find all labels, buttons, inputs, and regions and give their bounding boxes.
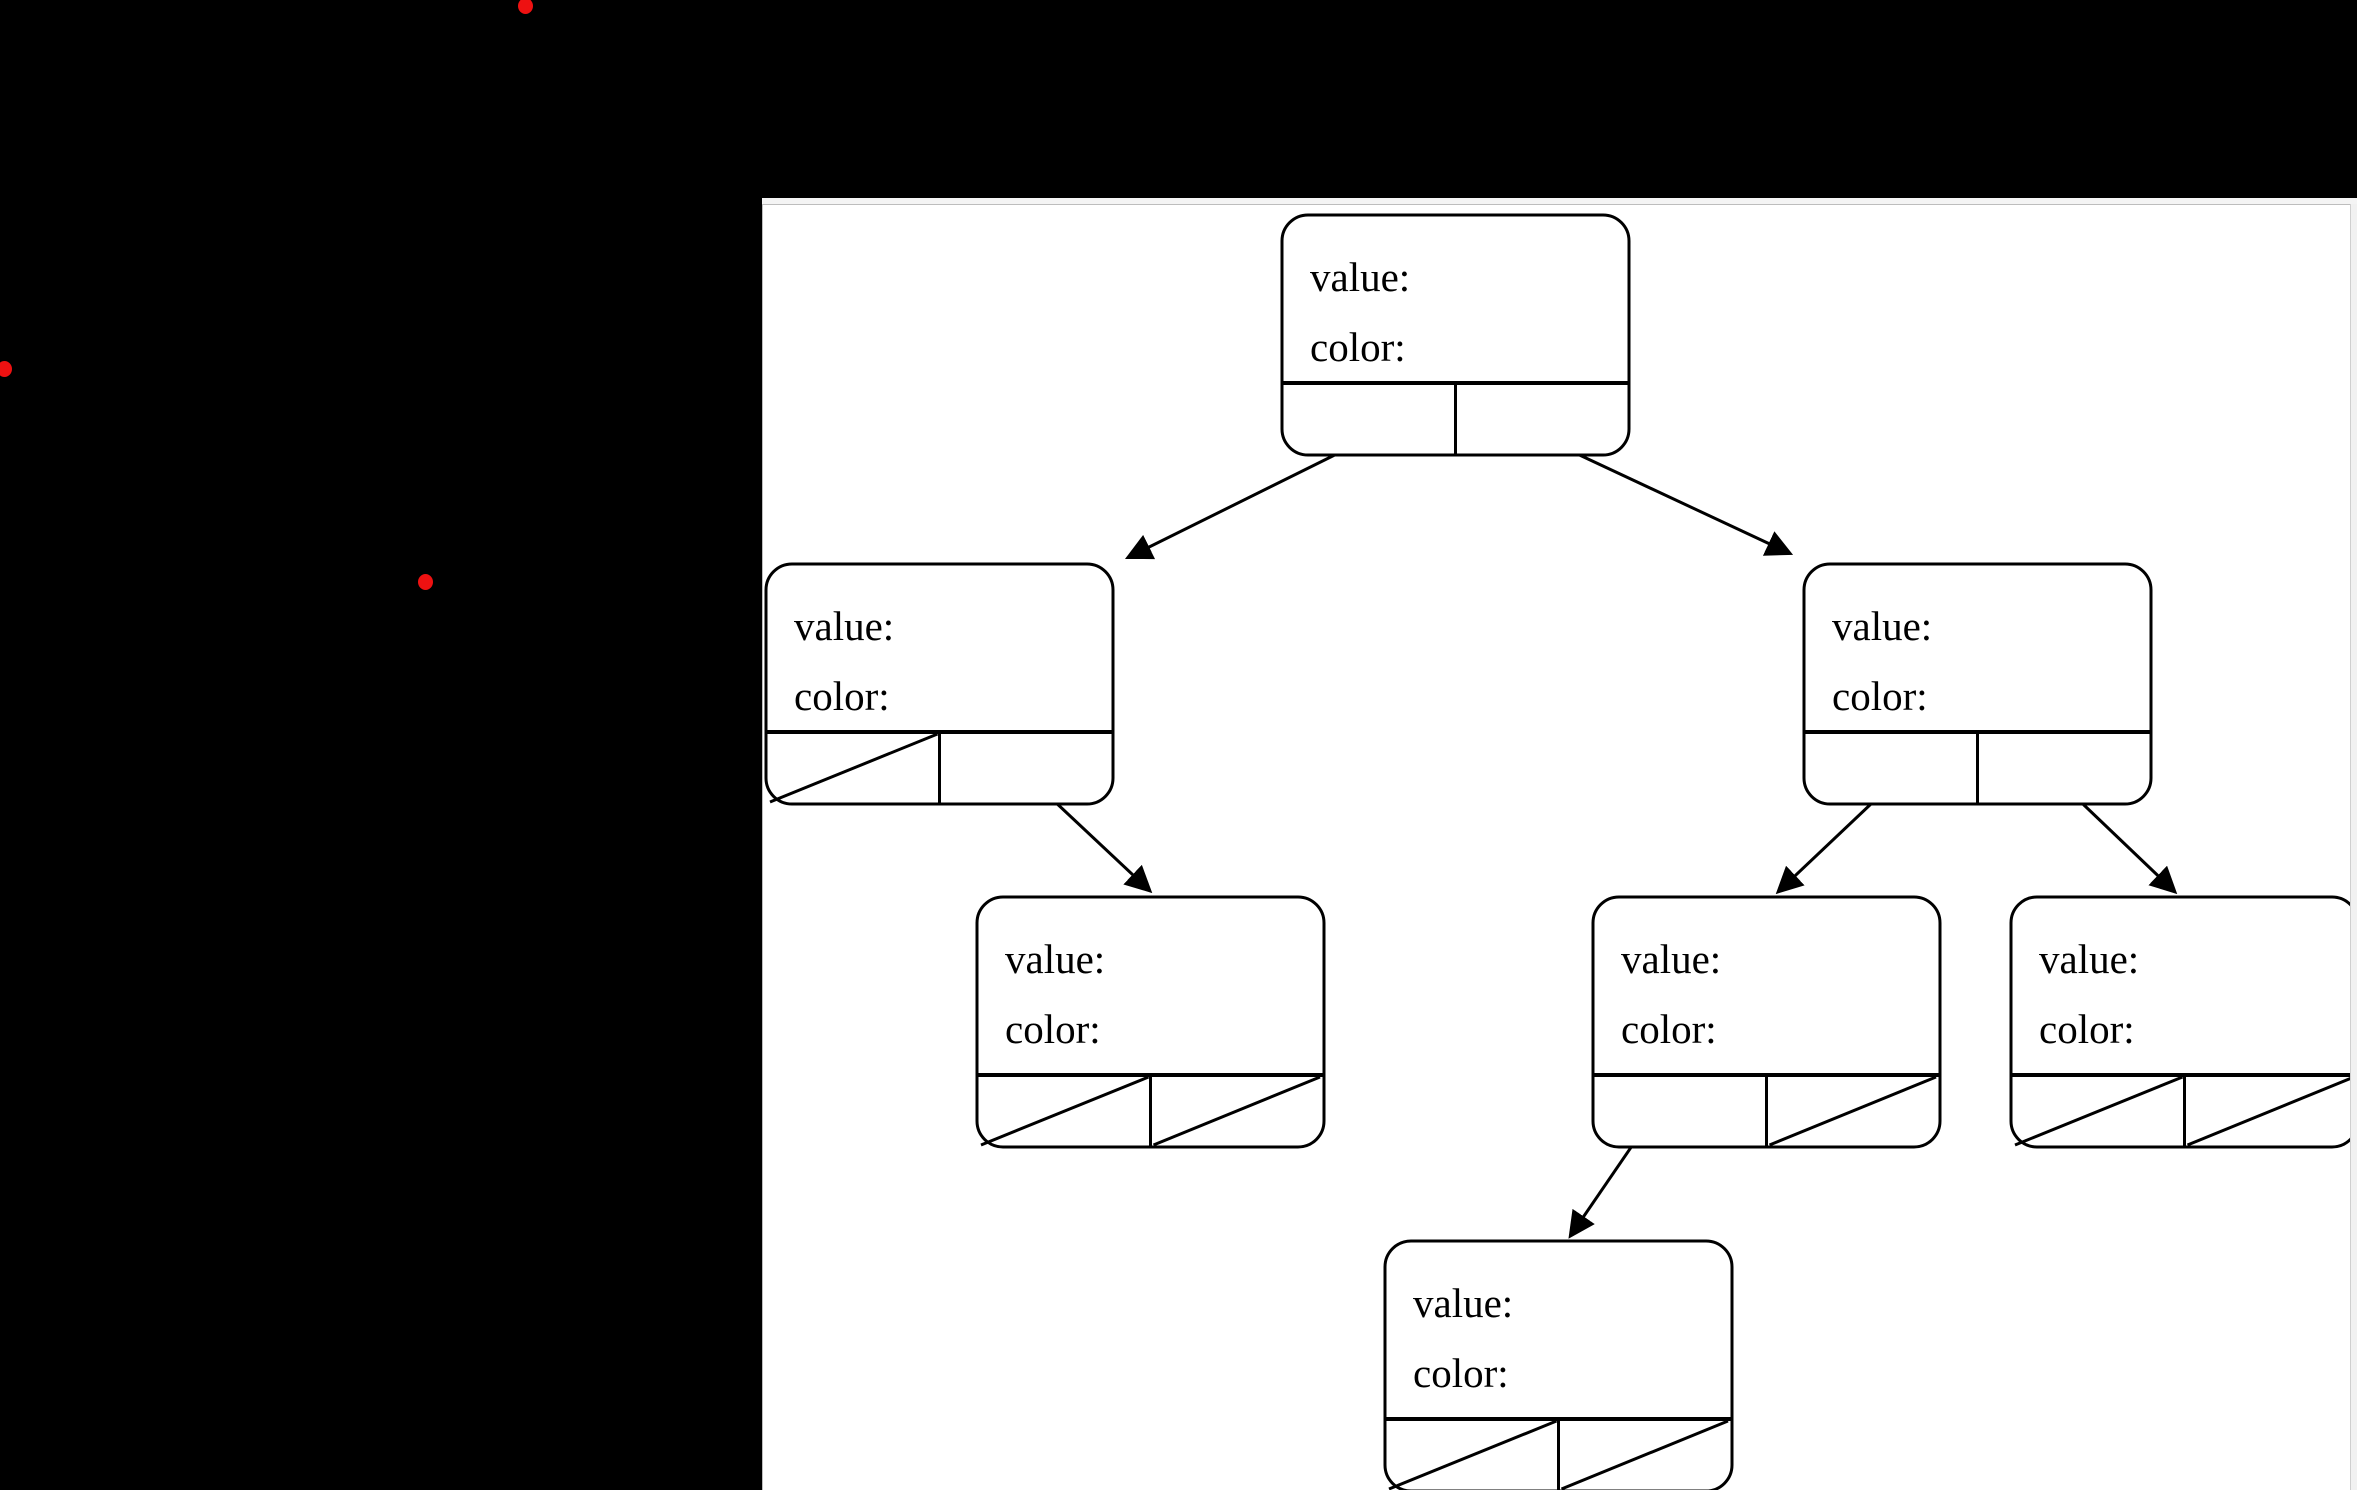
tree-node-right-right-child[interactable]: [2009, 895, 2350, 1149]
node-color-label: color:: [1832, 673, 1928, 719]
child-pointer-edge-n0-left: [1124, 435, 1372, 560]
node-color-label: color:: [1413, 1350, 1509, 1396]
tree-node-right-child[interactable]: [1802, 562, 2153, 806]
node-color-label: color:: [794, 673, 890, 719]
tree-node-root[interactable]: [1280, 213, 1631, 457]
tree-node-deep-leaf[interactable]: [1383, 1239, 1734, 1490]
node-value-label: value:: [1310, 254, 1411, 300]
binary-tree-diagram: [764, 213, 2350, 1490]
marker-dot-top: [518, 0, 533, 14]
node-layer: [764, 213, 2350, 1490]
null-pointer-left-icon: [980, 1075, 1150, 1147]
marker-dot-left: [0, 361, 12, 377]
node-value-label: value:: [1005, 936, 1106, 982]
null-pointer-left-icon: [769, 732, 939, 804]
diagram-canvas-panel: value: color: value: color: value: color: valu…: [762, 204, 2350, 1490]
null-pointer-right-icon: [1152, 1075, 1321, 1147]
null-pointer-left-icon: [1388, 1419, 1558, 1490]
node-color-label: color:: [1005, 1006, 1101, 1052]
panel-top-strip: [762, 198, 2357, 205]
null-pointer-right-icon: [1560, 1419, 1729, 1490]
node-value-label: value:: [1832, 603, 1933, 649]
node-color-label: color:: [1310, 324, 1406, 370]
node-value-label: value:: [2039, 936, 2140, 982]
tree-node-left-right-child[interactable]: [975, 895, 1326, 1149]
node-value-label: value:: [794, 603, 895, 649]
node-value-label: value:: [1413, 1280, 1514, 1326]
node-color-label: color:: [2039, 1006, 2135, 1052]
tree-node-left-child[interactable]: [764, 562, 1115, 806]
marker-dot-mid: [418, 574, 433, 590]
node-value-label: value:: [1621, 936, 1722, 982]
node-box[interactable]: [1383, 1239, 1734, 1490]
null-pointer-right-icon: [2186, 1077, 2350, 1147]
vertical-scrollbar[interactable]: [2350, 204, 2357, 1490]
node-color-label: color:: [1621, 1006, 1717, 1052]
tree-node-right-left-child[interactable]: [1591, 895, 1942, 1149]
null-pointer-right-icon: [1768, 1075, 1937, 1147]
null-pointer-left-icon: [2014, 1075, 2184, 1147]
